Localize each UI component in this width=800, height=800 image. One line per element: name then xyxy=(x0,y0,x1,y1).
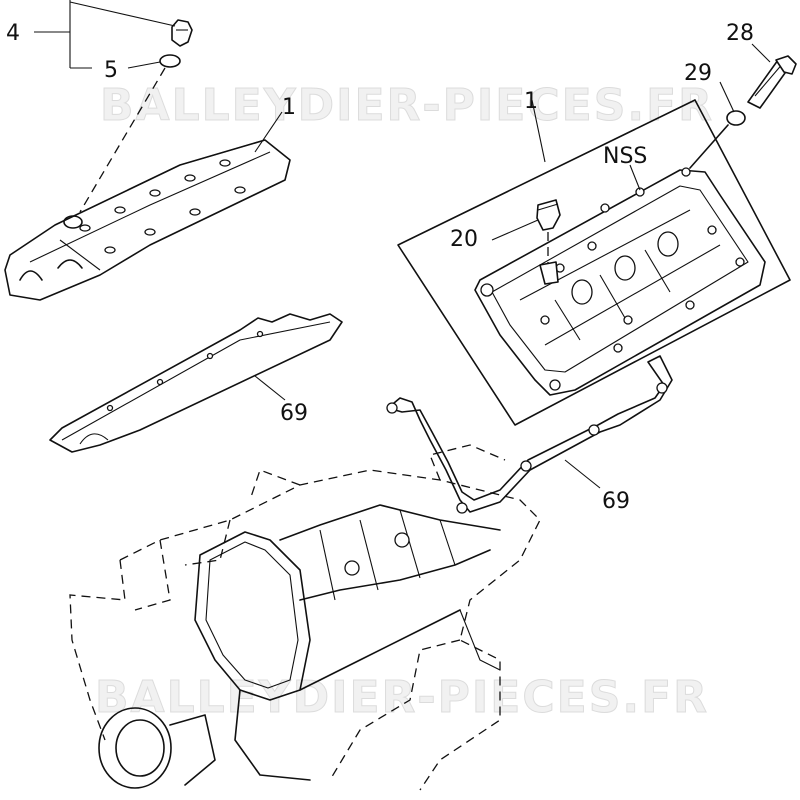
callout-nss: NSS xyxy=(603,144,647,169)
right-detail-frame xyxy=(397,99,791,426)
watermark-bottom: BALLEYDIER-PIECES.FR xyxy=(95,672,709,723)
watermark-top: BALLEYDIER-PIECES.FR xyxy=(100,80,714,131)
left-valve-cover xyxy=(4,139,291,301)
callout-5: 5 xyxy=(104,58,118,83)
callout-20: 20 xyxy=(450,227,478,252)
left-gasket xyxy=(49,313,343,453)
callout-28: 28 xyxy=(726,21,754,46)
oil-cap-seal xyxy=(159,54,181,68)
callout-1-right: 1 xyxy=(524,89,538,114)
leader-lines xyxy=(34,0,771,489)
right-valve-cover xyxy=(474,167,766,396)
callout-1-left: 1 xyxy=(282,95,296,120)
callout-29: 29 xyxy=(684,61,712,86)
engine-block xyxy=(69,444,541,791)
callout-69-right: 69 xyxy=(602,489,630,514)
right-gasket xyxy=(386,355,673,514)
oil-cap xyxy=(171,19,193,47)
bolt-washer xyxy=(726,110,746,126)
callout-4: 4 xyxy=(6,21,20,46)
callout-69-left: 69 xyxy=(280,401,308,426)
bolt-leader xyxy=(689,124,729,169)
pcv-grommet xyxy=(536,199,561,285)
cover-bolt xyxy=(747,55,797,109)
cap-center-line xyxy=(79,67,166,213)
